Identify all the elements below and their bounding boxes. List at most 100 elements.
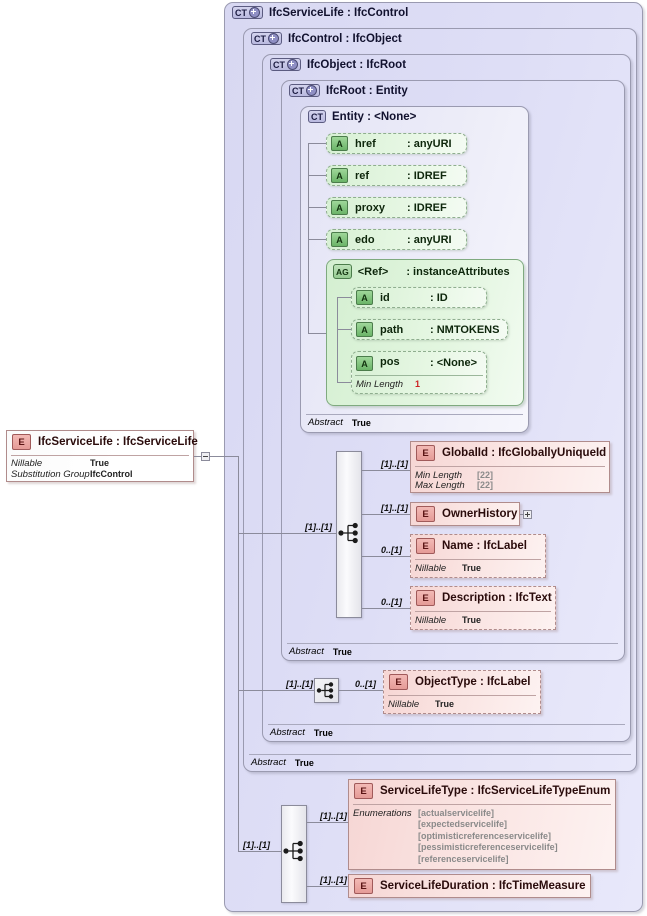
element-header-servicelifetype[interactable]: E ServiceLifeType : IfcServiceLifeTypeEn… (354, 783, 610, 799)
element-separator (415, 466, 605, 467)
expand-plus-icon[interactable] (306, 85, 317, 96)
ifcobject-abstract-footer: Abstract True (270, 727, 333, 738)
attribute-type: : IDREF (407, 169, 447, 182)
collapse-minus-icon[interactable] (201, 452, 210, 461)
facet-value: [22] (477, 480, 494, 490)
attribute-name: ref (355, 169, 370, 182)
complextype-header-entity[interactable]: CT Entity : <None> (308, 110, 416, 123)
attribute-href[interactable]: A href : anyURI (326, 133, 467, 154)
attribute-type: : IDREF (407, 201, 447, 214)
root-element-header[interactable]: E IfcServiceLife : IfcServiceLife (12, 434, 198, 450)
expand-plus-icon[interactable] (268, 33, 279, 44)
sequence-branch-ownerhistory (362, 514, 410, 515)
element-separator (415, 611, 551, 612)
cardinality-label: [1]..[1] (243, 840, 270, 850)
attribute-group-header[interactable]: AG <Ref> : instanceAttributes (333, 264, 510, 279)
complextype-header-ifcobject[interactable]: CT IfcObject : IfcRoot (270, 58, 406, 71)
facet-value: True (462, 563, 482, 573)
element-badge-icon: E (416, 506, 435, 522)
attribute-type: : NMTOKENS (430, 323, 500, 336)
attributegroup-badge-icon: AG (333, 264, 352, 279)
root-connector-line (194, 456, 201, 457)
attribute-facet-separator (355, 375, 483, 376)
servicelife-branch-type (307, 822, 348, 823)
root-element-separator (11, 455, 189, 456)
attribute-name: id (380, 291, 390, 304)
ag-tree-branch (337, 297, 351, 298)
ifcroot-abstract-separator (287, 643, 618, 644)
expand-plus-icon[interactable] (287, 59, 298, 70)
attribute-ref[interactable]: A ref : IDREF (326, 165, 467, 186)
abstract-key: Abstract (270, 727, 305, 738)
attribute-edo[interactable]: A edo : anyURI (326, 229, 467, 250)
facet-value: 1 (415, 379, 421, 389)
attribute-type: : <None> (430, 357, 478, 369)
element-objecttype[interactable] (383, 670, 541, 714)
attribute-badge-icon: A (356, 290, 373, 305)
abstract-key: Abstract (251, 757, 286, 768)
abstract-key: Abstract (289, 646, 324, 657)
enumeration-item: [referenceservicelife] (418, 853, 509, 864)
facet-key: Nillable (388, 699, 420, 710)
element-title: Name : IfcLabel (442, 540, 527, 552)
attribute-name: proxy (355, 201, 385, 214)
element-separator (353, 804, 611, 805)
element-globalid[interactable] (410, 441, 610, 493)
attribute-name: pos (380, 356, 400, 368)
attr-tree-branch (308, 333, 326, 334)
element-servicelifetype[interactable] (348, 779, 616, 870)
attribute-badge-icon: A (331, 168, 348, 183)
enumeration-values: [actualservicelife] [expectedservicelife… (418, 808, 558, 865)
complextype-title: Entity : <None> (332, 110, 417, 123)
facet-key: Min Length (356, 379, 404, 390)
element-header-description[interactable]: E Description : IfcText (416, 590, 552, 606)
expand-plus-icon[interactable] (523, 510, 532, 519)
attribute-name: href (355, 137, 376, 150)
expand-plus-icon[interactable] (249, 7, 260, 18)
attr-tree-branch (308, 239, 326, 240)
root-facet-substitution-group: Substitution Group IfcControl (11, 469, 133, 480)
ct-badge-label: CT (311, 111, 323, 122)
attribute-badge-icon: A (331, 136, 348, 151)
complextype-header-ifccontrol[interactable]: CT IfcControl : IfcObject (251, 32, 402, 45)
attribute-type: : anyURI (407, 233, 452, 246)
facet-value: [22] (477, 470, 494, 480)
cardinality-label: 0..[1] (355, 679, 377, 689)
element-header-ownerhistory[interactable]: E OwnerHistory (416, 506, 517, 522)
element-name[interactable] (410, 534, 546, 578)
ct-plus-badge[interactable]: CT (289, 84, 320, 97)
attribute-type: : anyURI (407, 137, 452, 150)
cardinality-label: [1]..[1] (320, 875, 347, 885)
element-facet-nillable: Nillable True (388, 699, 454, 710)
element-title: IfcServiceLife : IfcServiceLife (38, 436, 198, 448)
abstract-value: True (313, 727, 333, 738)
enumeration-item: [optimisticreferenceservicelife] (418, 830, 552, 841)
ct-plus-badge[interactable]: CT (270, 58, 301, 71)
sequence-icon (283, 840, 303, 862)
entity-abstract-separator (306, 414, 523, 415)
facet-key: Nillable (11, 458, 43, 469)
complextype-header-ifcroot[interactable]: CT IfcRoot : Entity (289, 84, 408, 97)
ifcobject-abstract-separator (268, 724, 625, 725)
element-servicelifeduration[interactable] (348, 874, 591, 898)
attribute-badge-icon: A (356, 322, 373, 337)
element-header-servicelifeduration[interactable]: E ServiceLifeDuration : IfcTimeMeasure (354, 878, 586, 894)
attribute-path[interactable]: A path : NMTOKENS (351, 319, 508, 340)
ct-plus-badge[interactable]: CT (251, 32, 282, 45)
element-facet-nillable: Nillable True (415, 615, 481, 626)
attribute-id[interactable]: A id : ID (351, 287, 487, 308)
abstract-value: True (294, 757, 314, 768)
attribute-proxy[interactable]: A proxy : IDREF (326, 197, 467, 218)
facet-value: True (90, 458, 110, 468)
objecttype-sequence-in-line (278, 690, 314, 691)
element-header-globalid[interactable]: E GlobalId : IfcGloballyUniqueId (416, 445, 606, 461)
root-element-box-ifcservicelife[interactable] (6, 430, 194, 482)
element-title: ServiceLifeType : IfcServiceLifeTypeEnum (380, 785, 611, 797)
element-header-objecttype[interactable]: E ObjectType : IfcLabel (389, 674, 530, 690)
complextype-header-ifcservicelife[interactable]: CT IfcServiceLife : IfcControl (232, 6, 408, 19)
element-header-name[interactable]: E Name : IfcLabel (416, 538, 527, 554)
ct-badge-label: CT (273, 59, 285, 70)
attribute-pos[interactable]: A pos : <None> (351, 351, 487, 394)
sequence-compositor-servicelife[interactable] (281, 805, 307, 903)
ct-plus-badge[interactable]: CT (232, 6, 263, 19)
